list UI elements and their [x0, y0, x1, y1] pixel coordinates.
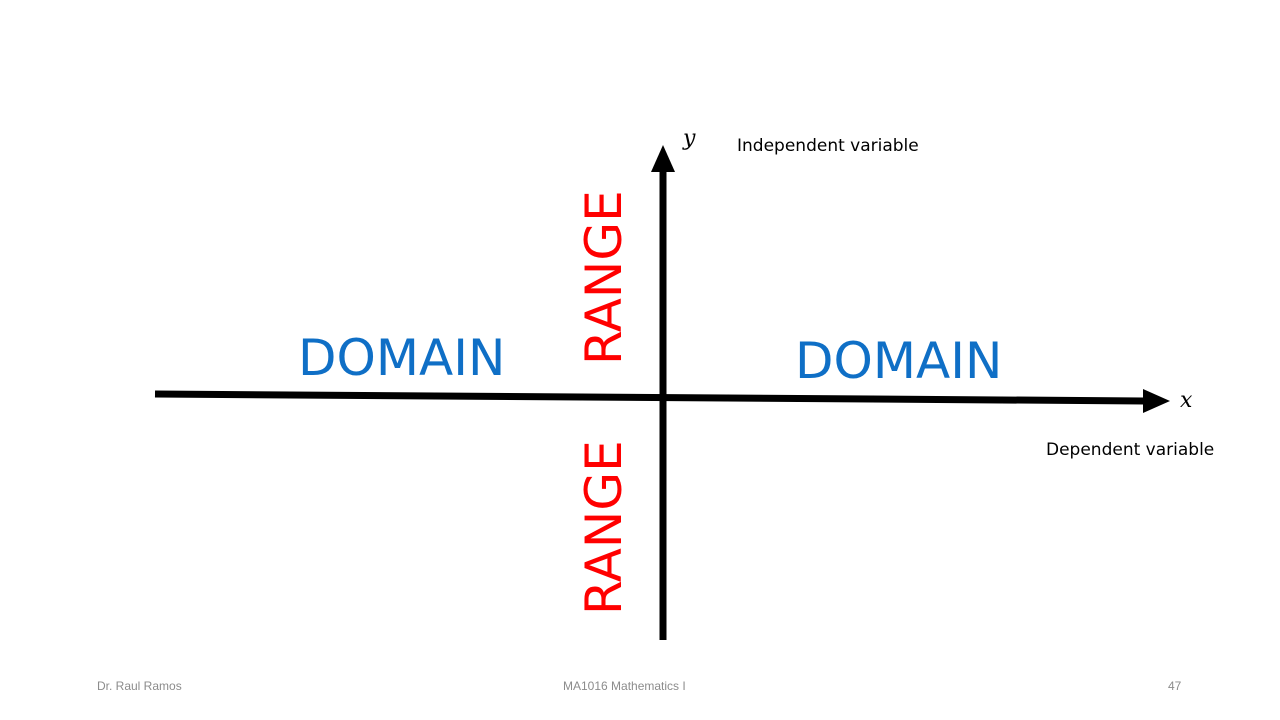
range-label-top: RANGE — [575, 190, 633, 365]
x-axis-arrowhead — [1143, 389, 1170, 413]
y-axis-label: y — [683, 126, 696, 151]
footer-course: MA1016 Mathematics I — [563, 679, 686, 693]
y-axis-arrowhead — [651, 145, 675, 172]
x-axis-note: Dependent variable — [1046, 440, 1215, 460]
x-axis-label: x — [1180, 388, 1193, 413]
footer-author: Dr. Raul Ramos — [97, 679, 182, 693]
x-axis-line — [154, 390, 1151, 405]
y-axis-note: Independent variable — [737, 136, 919, 156]
domain-label-left: DOMAIN — [298, 329, 506, 387]
range-label-bottom: RANGE — [575, 440, 633, 615]
domain-label-right: DOMAIN — [795, 332, 1003, 390]
footer-page-number: 47 — [1168, 679, 1182, 693]
